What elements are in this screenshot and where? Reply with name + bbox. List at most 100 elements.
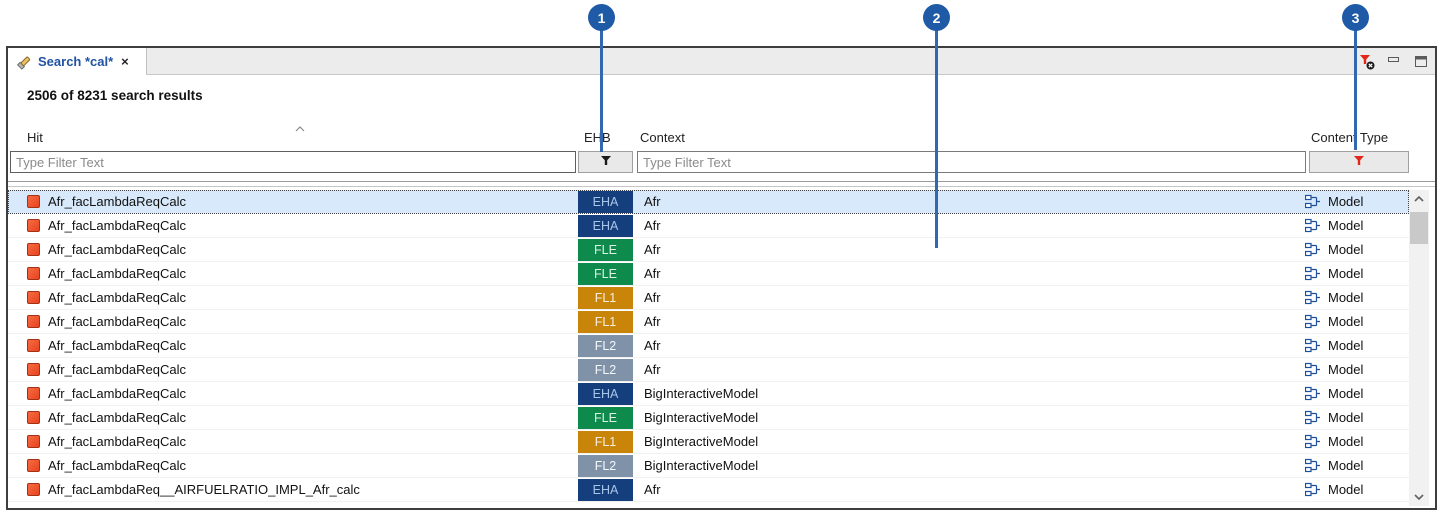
hit-cell: Afr_facLambdaReqCalc: [48, 290, 187, 305]
hit-cell: Afr_facLambdaReqCalc: [48, 410, 187, 425]
model-block-diagram-icon: [1304, 362, 1321, 382]
context-cell: Afr: [644, 290, 661, 305]
content-type-cell: Model: [1328, 434, 1364, 449]
callout-line-3: [1354, 17, 1357, 150]
hit-filter-input[interactable]: [10, 151, 576, 173]
content-type-cell: Model: [1328, 218, 1364, 233]
model-block-diagram-icon: [1304, 482, 1321, 502]
red-square-calibration-icon: [27, 291, 40, 304]
content-type-cell: Model: [1328, 194, 1364, 209]
table-row[interactable]: Afr_facLambdaReqCalc FLE Afr Model: [8, 262, 1409, 286]
red-square-calibration-icon: [27, 411, 40, 424]
ehb-filter-button[interactable]: [578, 151, 633, 173]
hit-cell: Afr_facLambdaReqCalc: [48, 338, 187, 353]
hit-cell: Afr_facLambdaReqCalc: [48, 242, 187, 257]
table-row[interactable]: Afr_facLambdaReqCalc FL1 Afr Model: [8, 310, 1409, 334]
table-row[interactable]: Afr_facLambdaReqCalc FL2 Afr Model: [8, 334, 1409, 358]
column-header-content-type[interactable]: Content Type: [1311, 130, 1389, 145]
tab-search-cal[interactable]: Search *cal* ×: [8, 48, 147, 75]
remove-filters-icon[interactable]: [1359, 54, 1375, 70]
header-separator: [8, 181, 1435, 182]
callout-badge-2: 2: [923, 4, 950, 31]
scrollbar-thumb[interactable]: [1410, 212, 1428, 244]
ehb-badge: FLE: [578, 263, 633, 285]
model-block-diagram-icon: [1304, 194, 1321, 214]
red-square-calibration-icon: [27, 483, 40, 496]
ehb-badge: EHA: [578, 191, 633, 213]
model-block-diagram-icon: [1304, 458, 1321, 478]
column-header-hit[interactable]: Hit: [27, 130, 43, 145]
results-count: 2506 of 8231 search results: [27, 88, 203, 103]
content-type-cell: Model: [1328, 458, 1364, 473]
vertical-scrollbar[interactable]: [1409, 190, 1429, 506]
table-row[interactable]: Afr_facLambdaReqCalc EHA BigInteractiveM…: [8, 382, 1409, 406]
content-type-cell: Model: [1328, 482, 1364, 497]
hit-cell: Afr_facLambdaReq__AIRFUELRATIO_IMPL_Afr_…: [48, 482, 360, 497]
hit-cell: Afr_facLambdaReqCalc: [48, 362, 187, 377]
scroll-down-icon[interactable]: [1409, 488, 1429, 506]
callout-line-1: [600, 17, 603, 152]
ehb-badge: FL1: [578, 431, 633, 453]
ehb-badge: FL2: [578, 455, 633, 477]
search-flashlight-icon: [16, 54, 32, 70]
table-row[interactable]: Afr_facLambdaReqCalc FL2 Afr Model: [8, 358, 1409, 382]
content-type-cell: Model: [1328, 410, 1364, 425]
column-header-context[interactable]: Context: [640, 130, 685, 145]
model-block-diagram-icon: [1304, 266, 1321, 286]
column-header-ehb[interactable]: EHB: [584, 130, 611, 145]
context-cell: BigInteractiveModel: [644, 410, 759, 425]
ehb-badge: FL2: [578, 359, 633, 381]
context-cell: Afr: [644, 362, 661, 377]
ehb-badge: FLE: [578, 239, 633, 261]
callout-badge-3: 3: [1342, 4, 1369, 31]
content-type-filter-button[interactable]: [1309, 151, 1409, 173]
tab-bar: Search *cal* ×: [8, 48, 1435, 75]
funnel-active-icon: [1353, 153, 1365, 171]
red-square-calibration-icon: [27, 243, 40, 256]
table-row[interactable]: Afr_facLambdaReqCalc FL2 BigInteractiveM…: [8, 454, 1409, 478]
ehb-badge: FL1: [578, 311, 633, 333]
context-cell: BigInteractiveModel: [644, 386, 759, 401]
table-row[interactable]: Afr_facLambdaReqCalc EHA Afr Model: [8, 214, 1409, 238]
hit-cell: Afr_facLambdaReqCalc: [48, 314, 187, 329]
model-block-diagram-icon: [1304, 338, 1321, 358]
search-results-panel: Search *cal* ×: [6, 46, 1437, 510]
view-toolbar: [1359, 48, 1429, 75]
tab-title: Search *cal*: [38, 54, 114, 69]
scroll-up-icon[interactable]: [1409, 190, 1429, 208]
sort-ascending-icon: [294, 120, 306, 138]
content-type-cell: Model: [1328, 386, 1364, 401]
header-separator-2: [8, 186, 1435, 187]
table-row[interactable]: Afr_facLambdaReqCalc FLE BigInteractiveM…: [8, 406, 1409, 430]
content-type-cell: Model: [1328, 266, 1364, 281]
content-type-cell: Model: [1328, 242, 1364, 257]
context-cell: Afr: [644, 482, 661, 497]
table-row[interactable]: Afr_facLambdaReqCalc FLE Afr Model: [8, 238, 1409, 262]
context-cell: Afr: [644, 194, 661, 209]
table-row[interactable]: Afr_facLambdaReq__AIRFUELRATIO_IMPL_Afr_…: [8, 478, 1409, 502]
ehb-badge: EHA: [578, 479, 633, 501]
context-cell: Afr: [644, 314, 661, 329]
context-cell: Afr: [644, 218, 661, 233]
red-square-calibration-icon: [27, 195, 40, 208]
model-block-diagram-icon: [1304, 410, 1321, 430]
model-block-diagram-icon: [1304, 386, 1321, 406]
context-cell: Afr: [644, 266, 661, 281]
model-block-diagram-icon: [1304, 218, 1321, 238]
hit-cell: Afr_facLambdaReqCalc: [48, 458, 187, 473]
red-square-calibration-icon: [27, 459, 40, 472]
table-row[interactable]: Afr_facLambdaReqCalc FL1 BigInteractiveM…: [8, 430, 1409, 454]
model-block-diagram-icon: [1304, 242, 1321, 262]
table-row[interactable]: Afr_facLambdaReqCalc EHA Afr Model: [8, 190, 1409, 214]
ehb-badge: FL2: [578, 335, 633, 357]
tab-close-icon[interactable]: ×: [121, 54, 129, 69]
maximize-icon[interactable]: [1413, 54, 1429, 70]
model-block-diagram-icon: [1304, 434, 1321, 454]
hit-cell: Afr_facLambdaReqCalc: [48, 194, 187, 209]
table-row[interactable]: Afr_facLambdaReqCalc FL1 Afr Model: [8, 286, 1409, 310]
red-square-calibration-icon: [27, 219, 40, 232]
hit-cell: Afr_facLambdaReqCalc: [48, 434, 187, 449]
minimize-icon[interactable]: [1386, 54, 1402, 70]
context-filter-input[interactable]: [637, 151, 1306, 173]
model-block-diagram-icon: [1304, 314, 1321, 334]
